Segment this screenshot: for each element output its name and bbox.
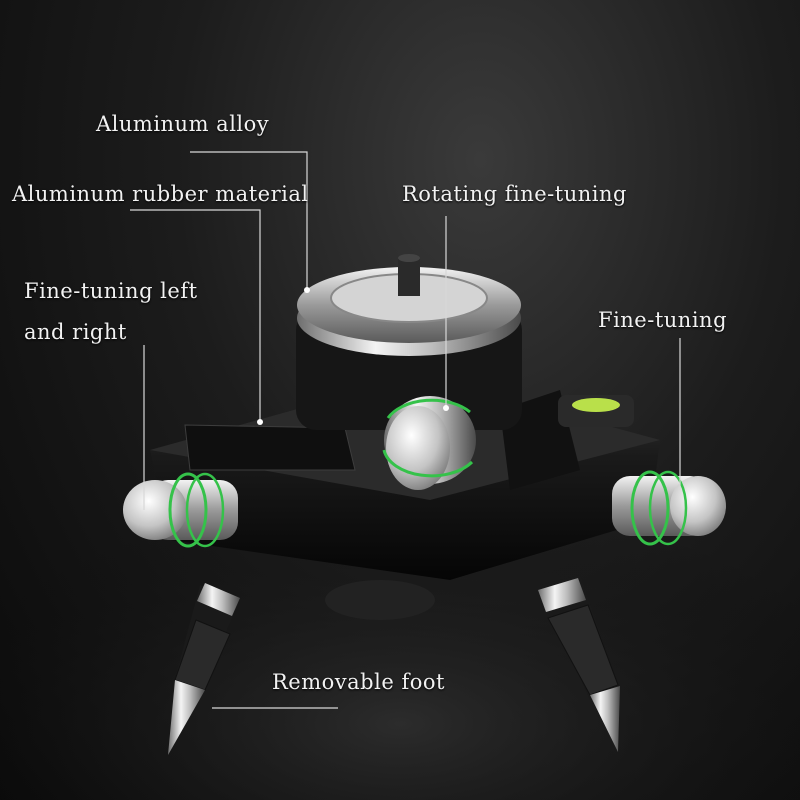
right-rotate-arrow-icon xyxy=(630,470,670,546)
leader-aluminum-alloy xyxy=(190,151,308,290)
label-rotating-fine-tuning: Rotating fine-tuning xyxy=(402,182,627,206)
leader-rubber-material xyxy=(130,209,261,422)
label-removable-foot: Removable foot xyxy=(272,670,445,694)
bubble-vial xyxy=(558,395,634,427)
right-knob xyxy=(612,470,726,546)
rubber-pad xyxy=(184,424,356,471)
left-rotate-arrow-icon xyxy=(168,472,208,548)
leg-left xyxy=(168,583,240,755)
left-knob xyxy=(123,472,238,548)
label-aluminum-alloy: Aluminum alloy xyxy=(96,112,270,136)
rotate-arrow-icon xyxy=(386,398,471,419)
rotating-knob xyxy=(382,396,476,490)
leg-right xyxy=(538,575,620,752)
mounting-screw xyxy=(398,258,420,296)
center-bottom-cylinder xyxy=(325,580,435,620)
label-fine-tuning-left-line1: Fine-tuning left xyxy=(24,279,198,303)
label-fine-tuning: Fine-tuning xyxy=(598,308,728,332)
label-aluminum-rubber-material: Aluminum rubber material xyxy=(12,182,309,206)
top-cylinder xyxy=(296,254,522,430)
label-fine-tuning-left-line2: and right xyxy=(24,320,127,344)
leader-lines xyxy=(130,151,681,709)
